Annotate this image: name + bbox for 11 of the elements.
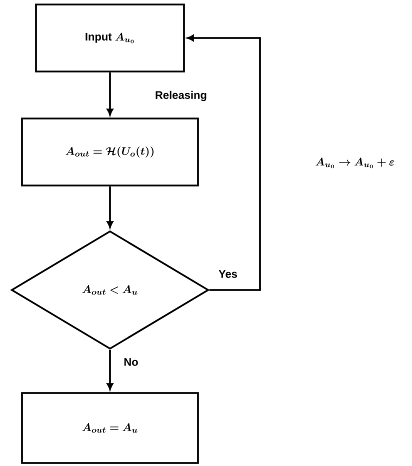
process-box: $\boldsymbol{A_{out} = \mathcal{H}(U_o(t))}$ (21, 118, 199, 186)
edge-label: No (122, 357, 140, 367)
process-box: $\boldsymbol{A_{out} = A_u}$ (21, 392, 199, 464)
arrow (106, 72, 114, 116)
edge-label: Releasing (154, 90, 208, 102)
edge-label: Yes (218, 269, 238, 279)
formula-label: $\boldsymbol{A_{u_0} \rightarrow A_{u_0} + \varepsilon}$ (316, 158, 394, 168)
arrow (187, 34, 261, 291)
arrow (106, 186, 114, 228)
process-box: $\textbf{Input}\ \boldsymbol{A_{u_0}}$ (35, 4, 185, 72)
arrow (106, 350, 114, 390)
